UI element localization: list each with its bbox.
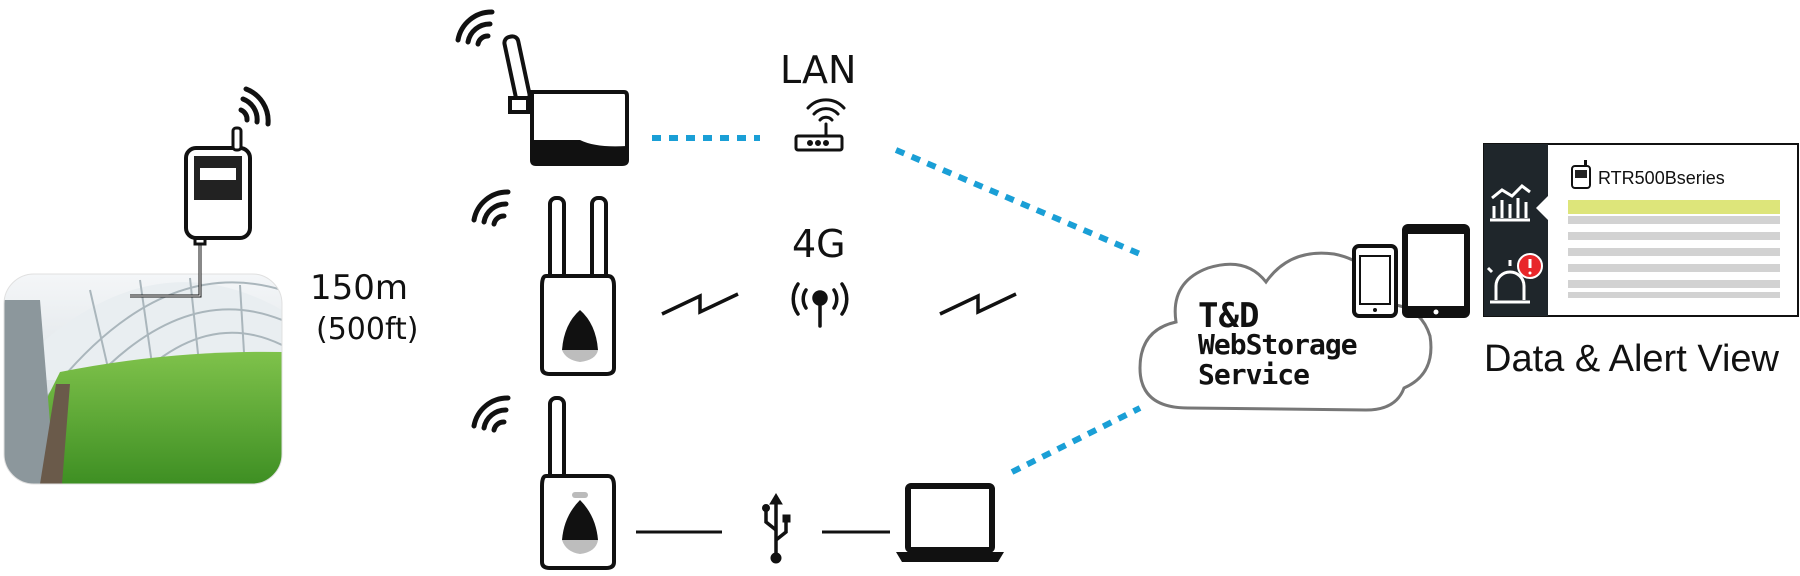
cloud-title-line1: T&D <box>1198 296 1260 336</box>
chart-icon <box>1490 184 1531 222</box>
cellular-link-left <box>661 292 739 316</box>
cellular-link-right <box>939 292 1017 316</box>
router-icon <box>794 98 846 152</box>
base-station-usb-icon <box>540 396 616 570</box>
series-label: RTR500Bseries <box>1598 168 1725 188</box>
data-view-panel <box>1483 143 1799 317</box>
wifi-signal-icon <box>238 86 271 127</box>
base-station-lan-icon <box>502 34 629 166</box>
tablet-icon <box>1402 224 1470 318</box>
alarm-icon <box>1486 253 1543 304</box>
range-ft-label: (500ft) <box>316 312 419 347</box>
cloud-title-line3: Service <box>1198 358 1310 391</box>
usb-icon <box>762 493 791 564</box>
lan-label: LAN <box>780 48 857 92</box>
wifi-signal-icon <box>455 9 495 47</box>
view-label: Data & Alert View <box>1484 338 1780 380</box>
range-label: 150m <box>310 268 409 308</box>
data-logger-icon <box>130 126 252 298</box>
wifi-signal-icon <box>471 189 511 227</box>
wifi-signal-icon <box>471 395 511 433</box>
cellular-label: 4G <box>792 222 846 266</box>
antenna-icon <box>791 282 849 328</box>
smartphone-icon <box>1352 244 1398 318</box>
base-station-4g-icon <box>540 196 616 376</box>
greenhouse-photo <box>4 274 282 484</box>
data-logger-icon <box>1571 160 1591 189</box>
lan-to-cloud-link <box>894 147 1142 257</box>
laptop-icon <box>896 483 1004 562</box>
cloud-title-line2: WebStorage <box>1198 328 1358 361</box>
laptop-to-cloud-link <box>1010 405 1142 475</box>
